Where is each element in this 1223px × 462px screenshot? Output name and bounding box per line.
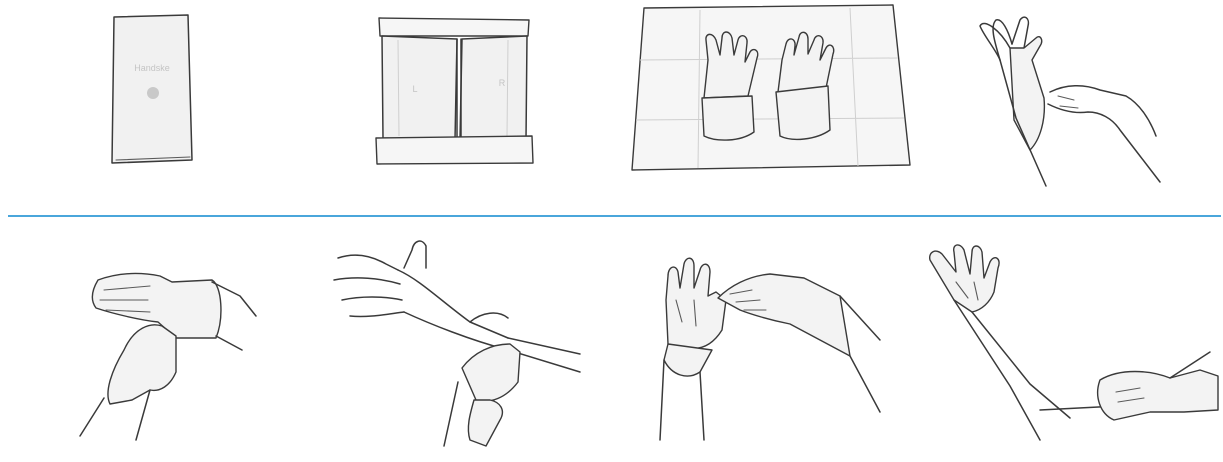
package-label: Handske [134,63,170,73]
package-dot-icon [147,87,159,99]
step-5-second-glove-cuff [80,273,256,440]
step-1-closed-package: Handske [112,15,192,163]
step-7-adjust-fingers [660,258,880,440]
step-4-pull-first-glove [980,17,1160,186]
step-2-opened-wrapper: L R [376,18,533,164]
right-glove-label: R [499,78,506,88]
step-8-smooth-cuff [930,245,1218,440]
step-6-pull-over-wrist [334,241,580,446]
step-3-gloves-on-wrapper [632,5,910,170]
left-glove-label: L [412,84,417,94]
